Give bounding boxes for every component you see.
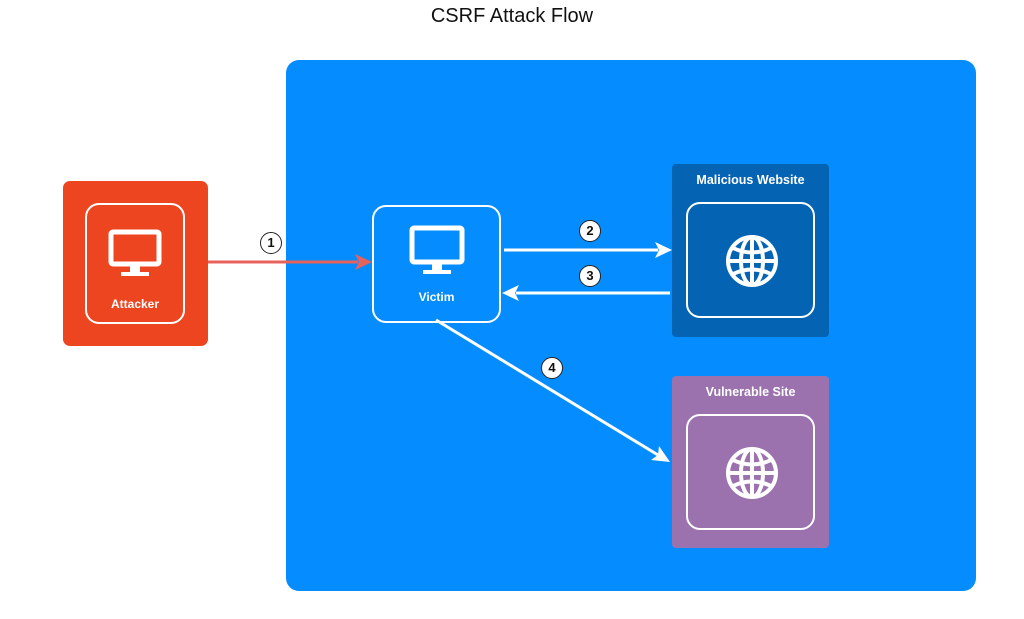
vulnerable-site-label: Vulnerable Site <box>705 385 796 399</box>
vulnerable-site-node[interactable]: Vulnerable Site <box>672 376 829 548</box>
malicious-website-inner-frame <box>686 202 815 318</box>
step-badge-3: 3 <box>579 265 601 287</box>
diagram-title: CSRF Attack Flow <box>430 5 594 27</box>
step-badge-2: 2 <box>579 220 601 242</box>
malicious-website-node[interactable]: Malicious Website <box>672 164 829 337</box>
monitor-icon <box>108 229 162 276</box>
victim-label: Victim <box>418 290 455 304</box>
attacker-node[interactable]: Attacker <box>63 181 208 346</box>
globe-icon <box>726 235 778 287</box>
vulnerable-site-inner-frame <box>686 414 815 530</box>
globe-icon <box>726 447 778 499</box>
malicious-website-label: Malicious Website <box>696 173 805 187</box>
step-badge-1: 1 <box>260 232 282 254</box>
step-badge-4: 4 <box>541 357 563 379</box>
victim-environment-zone <box>286 60 976 591</box>
attacker-inner-frame: Attacker <box>85 203 185 324</box>
victim-node[interactable]: Victim <box>372 205 501 323</box>
attacker-label: Attacker <box>110 297 160 311</box>
monitor-icon <box>409 225 465 274</box>
